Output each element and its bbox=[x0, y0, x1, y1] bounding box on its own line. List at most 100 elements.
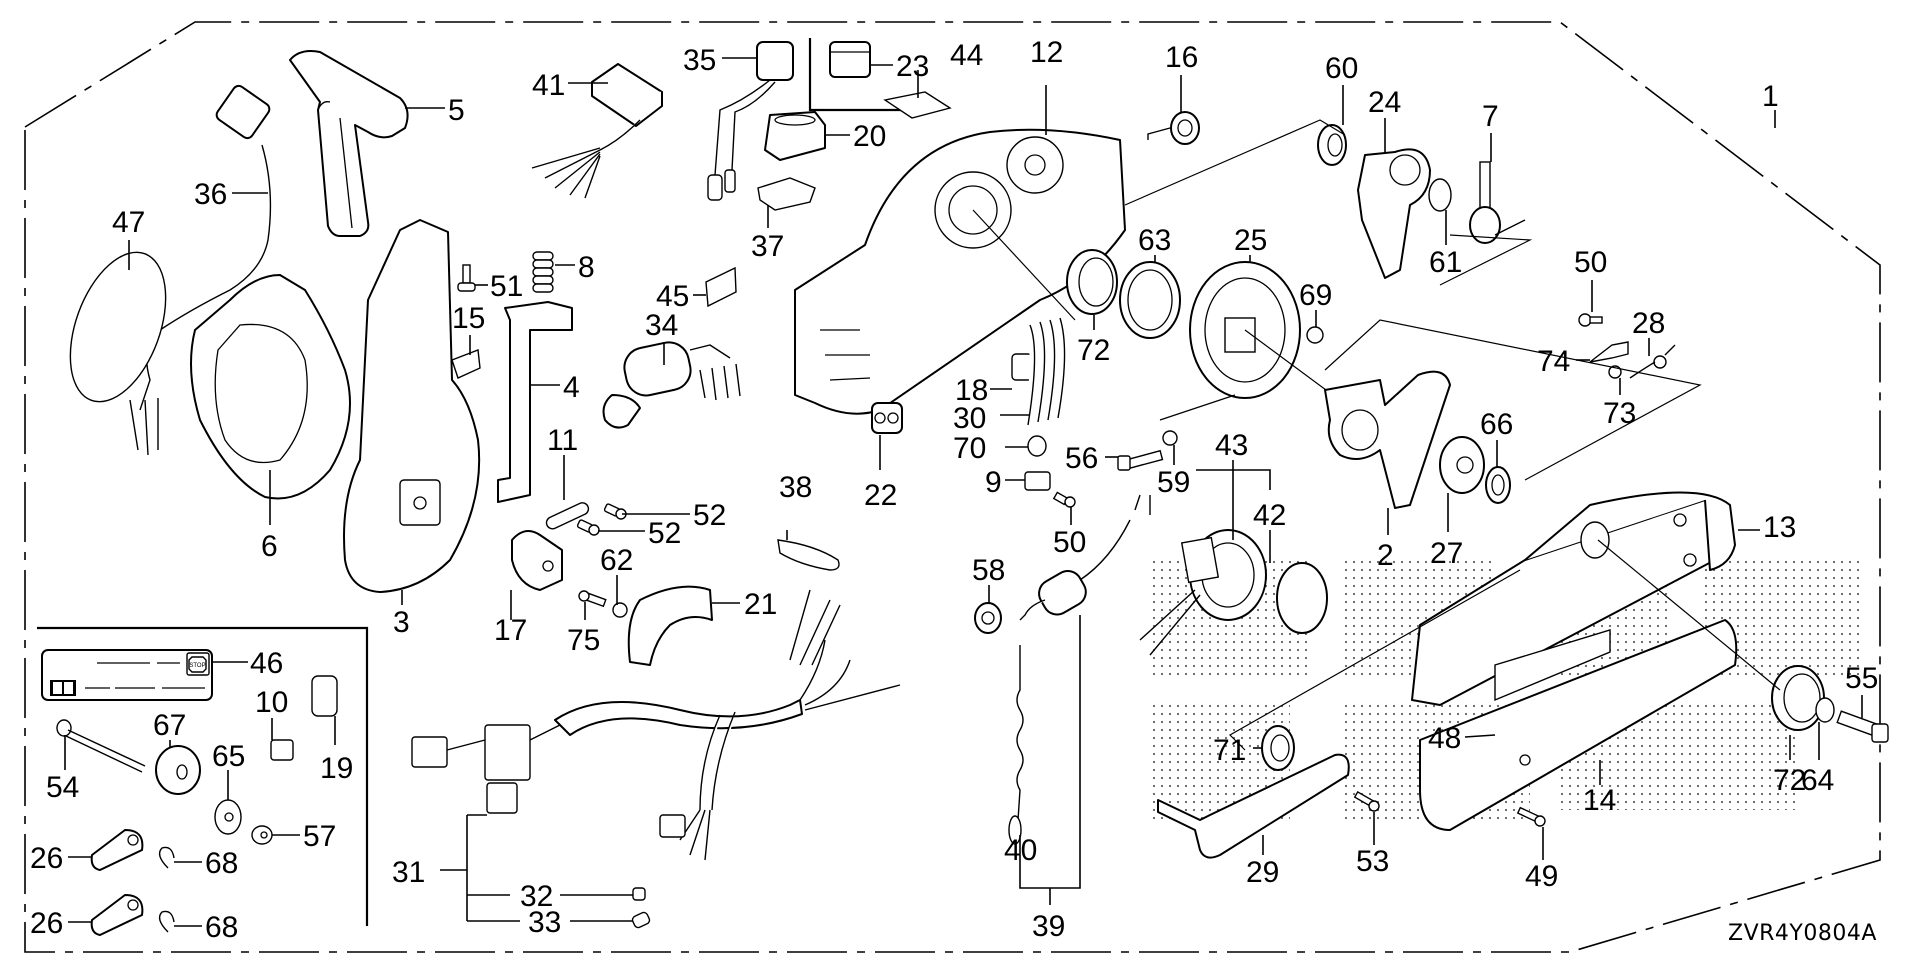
callout-34: 34 bbox=[645, 309, 678, 342]
part-67-spacer bbox=[155, 745, 201, 795]
callout-5: 5 bbox=[448, 94, 465, 127]
part-19-clip bbox=[311, 675, 338, 717]
part-24-arm bbox=[1357, 148, 1431, 279]
callout-29: 29 bbox=[1246, 856, 1279, 889]
part-29-throttle-lever bbox=[1157, 753, 1350, 859]
part-5-control-handle bbox=[289, 50, 409, 237]
part-72-bushing-upper bbox=[1066, 249, 1118, 315]
part-20-grommet bbox=[764, 111, 826, 161]
callout-62: 62 bbox=[600, 544, 633, 577]
callout-74: 74 bbox=[1537, 345, 1570, 378]
callout-72-lower: 72 bbox=[1773, 764, 1806, 797]
part-21-cam bbox=[627, 585, 713, 666]
callout-46: 46 bbox=[250, 647, 283, 680]
callout-65: 65 bbox=[212, 740, 245, 773]
part-45-label bbox=[705, 266, 737, 308]
part-58-nut bbox=[974, 602, 1002, 634]
part-28-spring bbox=[1629, 344, 1676, 379]
callout-27: 27 bbox=[1430, 537, 1463, 570]
callout-63: 63 bbox=[1138, 224, 1171, 257]
part-46-warning-label: STOP bbox=[41, 649, 213, 701]
callout-60: 60 bbox=[1325, 52, 1358, 85]
callout-61: 61 bbox=[1429, 246, 1462, 279]
part-71-ring bbox=[1261, 725, 1295, 771]
part-2-shift-arm bbox=[1324, 370, 1451, 509]
part-33-sleeve bbox=[631, 911, 651, 929]
callout-43: 43 bbox=[1215, 429, 1248, 462]
part-61-washer bbox=[1428, 178, 1452, 212]
part-44-label bbox=[883, 91, 952, 119]
part-43-buzzer bbox=[1139, 529, 1267, 656]
callout-38: 38 bbox=[779, 471, 812, 504]
callout-3: 3 bbox=[393, 606, 410, 639]
leader-lines bbox=[64, 57, 1863, 927]
callout-23: 23 bbox=[896, 50, 929, 83]
part-40-lanyard-cord bbox=[1008, 645, 1024, 845]
callout-68b: 68 bbox=[205, 911, 238, 944]
part-70-bushing bbox=[1027, 435, 1047, 457]
part-42-diaphragm bbox=[1276, 562, 1328, 634]
callout-41: 41 bbox=[532, 69, 565, 102]
callout-54: 54 bbox=[46, 771, 79, 804]
part-27-cam-disk bbox=[1439, 436, 1485, 494]
callout-55: 55 bbox=[1845, 662, 1878, 695]
callout-59: 59 bbox=[1157, 466, 1190, 499]
callout-9: 9 bbox=[985, 466, 1002, 499]
callout-17: 17 bbox=[494, 614, 527, 647]
callout-58: 58 bbox=[972, 554, 1005, 587]
callout-57: 57 bbox=[303, 820, 336, 853]
callout-12: 12 bbox=[1030, 36, 1063, 69]
part-31-wiring-harness bbox=[411, 589, 901, 861]
part-22-clamp bbox=[871, 402, 903, 434]
stop-sign-icon: STOP bbox=[186, 652, 210, 676]
part-17-switch bbox=[511, 530, 563, 591]
part-64-washer bbox=[1815, 697, 1835, 723]
part-16-plug bbox=[1147, 111, 1200, 145]
callout-67: 67 bbox=[153, 709, 186, 742]
part-69-bush bbox=[1306, 326, 1324, 344]
part-11-plate bbox=[545, 502, 590, 530]
part-48-label bbox=[1494, 629, 1611, 702]
callout-30: 30 bbox=[953, 402, 986, 435]
callout-47: 47 bbox=[112, 206, 145, 239]
callout-33: 33 bbox=[528, 906, 561, 939]
callout-24: 24 bbox=[1368, 86, 1401, 119]
callout-51: 51 bbox=[490, 270, 523, 303]
callout-20: 20 bbox=[853, 120, 886, 153]
part-47-oring bbox=[69, 251, 167, 403]
part-26-link-lower bbox=[90, 894, 144, 936]
callout-71: 71 bbox=[1213, 734, 1246, 767]
part-8-spring bbox=[532, 251, 554, 293]
part-15-clip bbox=[451, 349, 481, 379]
part-74-bracket bbox=[1589, 341, 1629, 363]
callout-21: 21 bbox=[744, 588, 777, 621]
manual-book-icon bbox=[50, 680, 76, 696]
part-12-housing bbox=[794, 128, 1126, 415]
part-36-cable bbox=[129, 84, 272, 456]
callout-66: 66 bbox=[1480, 408, 1513, 441]
part-35-switch bbox=[707, 41, 794, 201]
part-72-bushing-lower bbox=[1771, 665, 1825, 731]
part-68-clip-lower bbox=[158, 910, 175, 933]
callout-28: 28 bbox=[1632, 307, 1665, 340]
part-54-long-bolt bbox=[56, 719, 146, 773]
drawing-code: ZVR4Y0804A bbox=[1728, 921, 1877, 946]
part-38-band bbox=[777, 539, 840, 571]
part-50-screw-center bbox=[1052, 491, 1076, 508]
callout-labels: 1 2 3 4 5 6 7 8 9 10 11 12 13 14 15 16 1… bbox=[30, 36, 1878, 944]
callout-70: 70 bbox=[953, 432, 986, 465]
part-4-lever bbox=[497, 301, 573, 503]
callout-44: 44 bbox=[950, 39, 983, 72]
callout-31: 31 bbox=[392, 856, 425, 889]
part-60-bushing bbox=[1317, 124, 1347, 166]
callout-35: 35 bbox=[683, 44, 716, 77]
part-32-cap bbox=[632, 887, 646, 901]
part-57-nut bbox=[251, 825, 273, 845]
callout-36: 36 bbox=[194, 178, 227, 211]
part-37-gasket bbox=[757, 177, 816, 211]
callout-18: 18 bbox=[955, 374, 988, 407]
callout-40: 40 bbox=[1004, 834, 1037, 867]
part-55-bolt bbox=[1836, 710, 1889, 743]
part-75-bolt bbox=[578, 590, 607, 608]
